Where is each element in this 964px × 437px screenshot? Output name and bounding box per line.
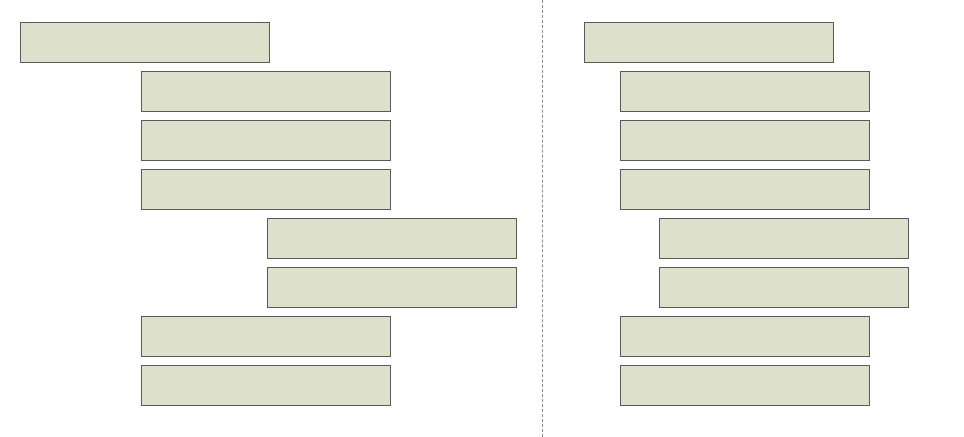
- right-tree-node-2: [620, 71, 870, 112]
- left-tree-node-4: [141, 169, 391, 210]
- right-tree-node-6: [659, 267, 909, 308]
- right-tree-node-5: [659, 218, 909, 259]
- left-tree-node-8: [141, 365, 391, 406]
- right-tree-panel: [544, 0, 964, 437]
- left-tree-node-1: [20, 22, 270, 63]
- right-tree-node-3: [620, 120, 870, 161]
- left-tree-node-7: [141, 316, 391, 357]
- right-tree-node-4: [620, 169, 870, 210]
- right-tree-node-8: [620, 365, 870, 406]
- left-tree-node-6: [267, 267, 517, 308]
- right-tree-node-1: [584, 22, 834, 63]
- panel-divider: [542, 0, 543, 437]
- right-tree-node-7: [620, 316, 870, 357]
- left-tree-panel: [20, 22, 517, 406]
- left-tree-node-2: [141, 71, 391, 112]
- left-tree-node-3: [141, 120, 391, 161]
- left-tree-node-5: [267, 218, 517, 259]
